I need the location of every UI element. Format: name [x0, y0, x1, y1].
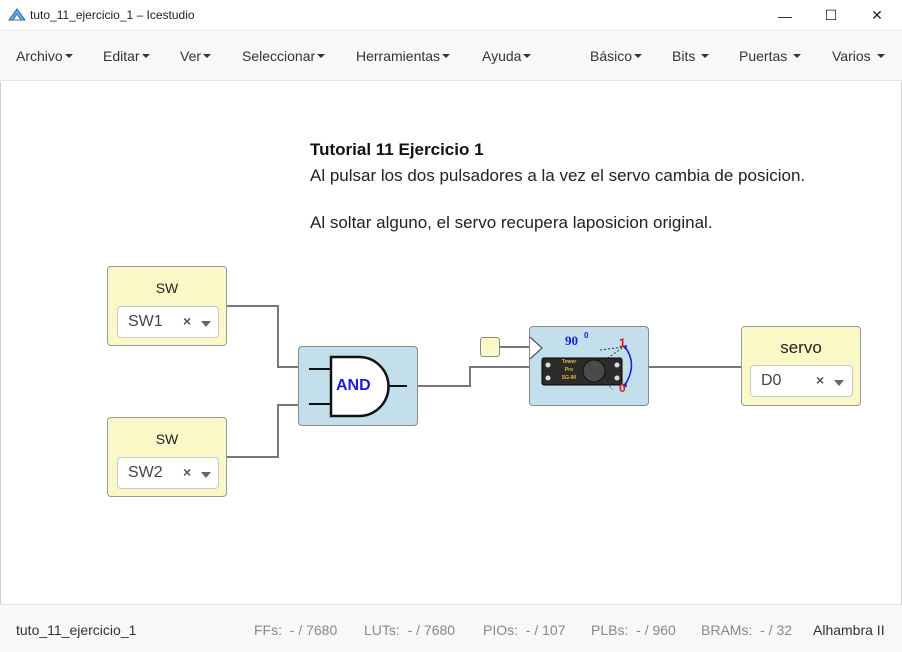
caret-down-icon: [876, 54, 885, 59]
status-board[interactable]: Alhambra II: [813, 622, 885, 638]
status-brams: BRAMs: - / 32: [701, 622, 792, 638]
menu-editar[interactable]: Editar: [103, 48, 150, 64]
chevron-down-icon[interactable]: [834, 380, 844, 386]
caret-down-icon: [701, 54, 710, 59]
block-label: servo: [780, 338, 822, 357]
chevron-down-icon[interactable]: [201, 472, 211, 478]
menu-archivo[interactable]: Archivo: [16, 48, 73, 64]
minimize-icon: —: [778, 7, 792, 24]
caret-down-icon: [203, 54, 212, 59]
servo-chip-text: Pro: [564, 367, 574, 373]
and-gate-block[interactable]: AND: [298, 346, 418, 426]
caret-down-icon: [64, 54, 73, 59]
caret-down-icon: [141, 54, 150, 59]
servo-pos-high: 1: [619, 336, 626, 350]
menu-label: Ayuda: [482, 48, 522, 64]
status-plbs-label: PLBs:: [591, 622, 629, 638]
window-titlebar: tuto_11_ejercicio_1 – Icestudio — ☐ ✕: [0, 0, 902, 31]
status-ffs: FFs: - / 7680: [254, 622, 337, 638]
menu-herramientas[interactable]: Herramientas: [356, 48, 451, 64]
servo-block[interactable]: 90 0 1 0 Tower Pro SG-90: [529, 326, 649, 406]
status-luts-label: LUTs:: [364, 622, 400, 638]
block-label: SW: [155, 280, 179, 296]
maximize-icon: ☐: [824, 7, 838, 23]
menu-label: Varios: [832, 48, 871, 64]
clear-icon[interactable]: ×: [183, 464, 192, 480]
status-ffs-value: - / 7680: [289, 622, 338, 638]
menu-label: Bits: [672, 48, 696, 64]
chevron-down-icon[interactable]: [201, 321, 211, 327]
status-brams-label: BRAMs:: [701, 622, 753, 638]
clear-icon[interactable]: ×: [816, 372, 825, 388]
menu-basico[interactable]: Básico: [590, 48, 643, 64]
status-luts-value: - / 7680: [407, 622, 456, 638]
menu-varios[interactable]: Varios: [832, 48, 885, 64]
menu-ayuda[interactable]: Ayuda: [482, 48, 532, 64]
window-title: tuto_11_ejercicio_1 – Icestudio: [30, 8, 195, 22]
caret-down-icon: [793, 54, 802, 59]
close-button[interactable]: ✕: [854, 0, 900, 31]
status-filename: tuto_11_ejercicio_1: [16, 622, 137, 638]
status-pios-label: PIOs:: [483, 622, 519, 638]
close-icon: ✕: [871, 7, 883, 23]
menu-bits[interactable]: Bits: [672, 48, 710, 64]
caret-down-icon: [523, 54, 532, 59]
constant-block[interactable]: [480, 337, 500, 357]
wire-sw1-and[interactable]: [227, 305, 298, 368]
servo-angle-degree: 0: [584, 331, 589, 340]
menu-seleccionar[interactable]: Seleccionar: [242, 48, 326, 64]
clear-icon[interactable]: ×: [183, 313, 192, 329]
caret-down-icon: [634, 54, 643, 59]
status-plbs-value: - / 960: [636, 622, 676, 638]
servo-chip-text: Tower: [561, 359, 577, 365]
menu-label: Ver: [180, 48, 202, 64]
minimize-button[interactable]: —: [762, 0, 808, 31]
icestudio-logo-icon: [8, 8, 26, 21]
menu-label: Archivo: [16, 48, 63, 64]
and-gate-label: AND: [336, 377, 371, 394]
status-pios-value: - / 107: [525, 622, 566, 638]
status-bar: tuto_11_ejercicio_1 FFs: - / 7680 LUTs: …: [0, 604, 902, 652]
caret-down-icon: [317, 54, 326, 59]
status-pios: PIOs: - / 107: [483, 622, 566, 638]
servo-pos-low: 0: [619, 381, 626, 395]
info-title: Tutorial 11 Ejercicio 1: [310, 140, 484, 159]
menu-label: Herramientas: [356, 48, 441, 64]
servo-icon: [530, 336, 633, 391]
input-block-sw2[interactable]: SW SW2 ×: [107, 417, 227, 497]
servo-chip-text: SG-90: [561, 375, 577, 381]
info-text-line: Al pulsar los dos pulsadores a la vez el…: [310, 166, 806, 185]
menu-label: Seleccionar: [242, 48, 316, 64]
wire-sw2-and[interactable]: [227, 404, 298, 458]
menu-ver[interactable]: Ver: [180, 48, 212, 64]
pin-select-servo[interactable]: D0 ×: [750, 365, 853, 397]
output-block-servo[interactable]: servo D0 ×: [741, 326, 861, 406]
caret-down-icon: [442, 54, 451, 59]
pin-value: SW1: [128, 313, 163, 330]
and-gate-icon: [309, 355, 407, 418]
status-ffs-label: FFs:: [254, 622, 282, 638]
servo-angle: 90: [565, 333, 578, 348]
status-plbs: PLBs: - / 960: [591, 622, 676, 638]
menu-puertas[interactable]: Puertas: [739, 48, 802, 64]
info-text-line: Al soltar alguno, el servo recupera lapo…: [310, 213, 713, 232]
pin-select-sw2[interactable]: SW2 ×: [117, 457, 219, 489]
menu-label: Editar: [103, 48, 140, 64]
block-label: SW: [155, 431, 179, 447]
status-brams-value: - / 32: [760, 622, 793, 638]
pin-select-sw1[interactable]: SW1 ×: [117, 306, 219, 338]
menu-label: Puertas: [739, 48, 788, 64]
status-luts: LUTs: - / 7680: [364, 622, 455, 638]
pin-value: SW2: [128, 464, 163, 481]
maximize-button[interactable]: ☐: [808, 0, 854, 31]
menu-bar: Archivo Editar Ver Seleccionar Herramien…: [0, 31, 902, 81]
input-block-sw1[interactable]: SW SW1 ×: [107, 266, 227, 346]
pin-value: D0: [761, 372, 782, 389]
menu-label: Básico: [590, 48, 633, 64]
wire-and-servo[interactable]: [418, 366, 529, 387]
